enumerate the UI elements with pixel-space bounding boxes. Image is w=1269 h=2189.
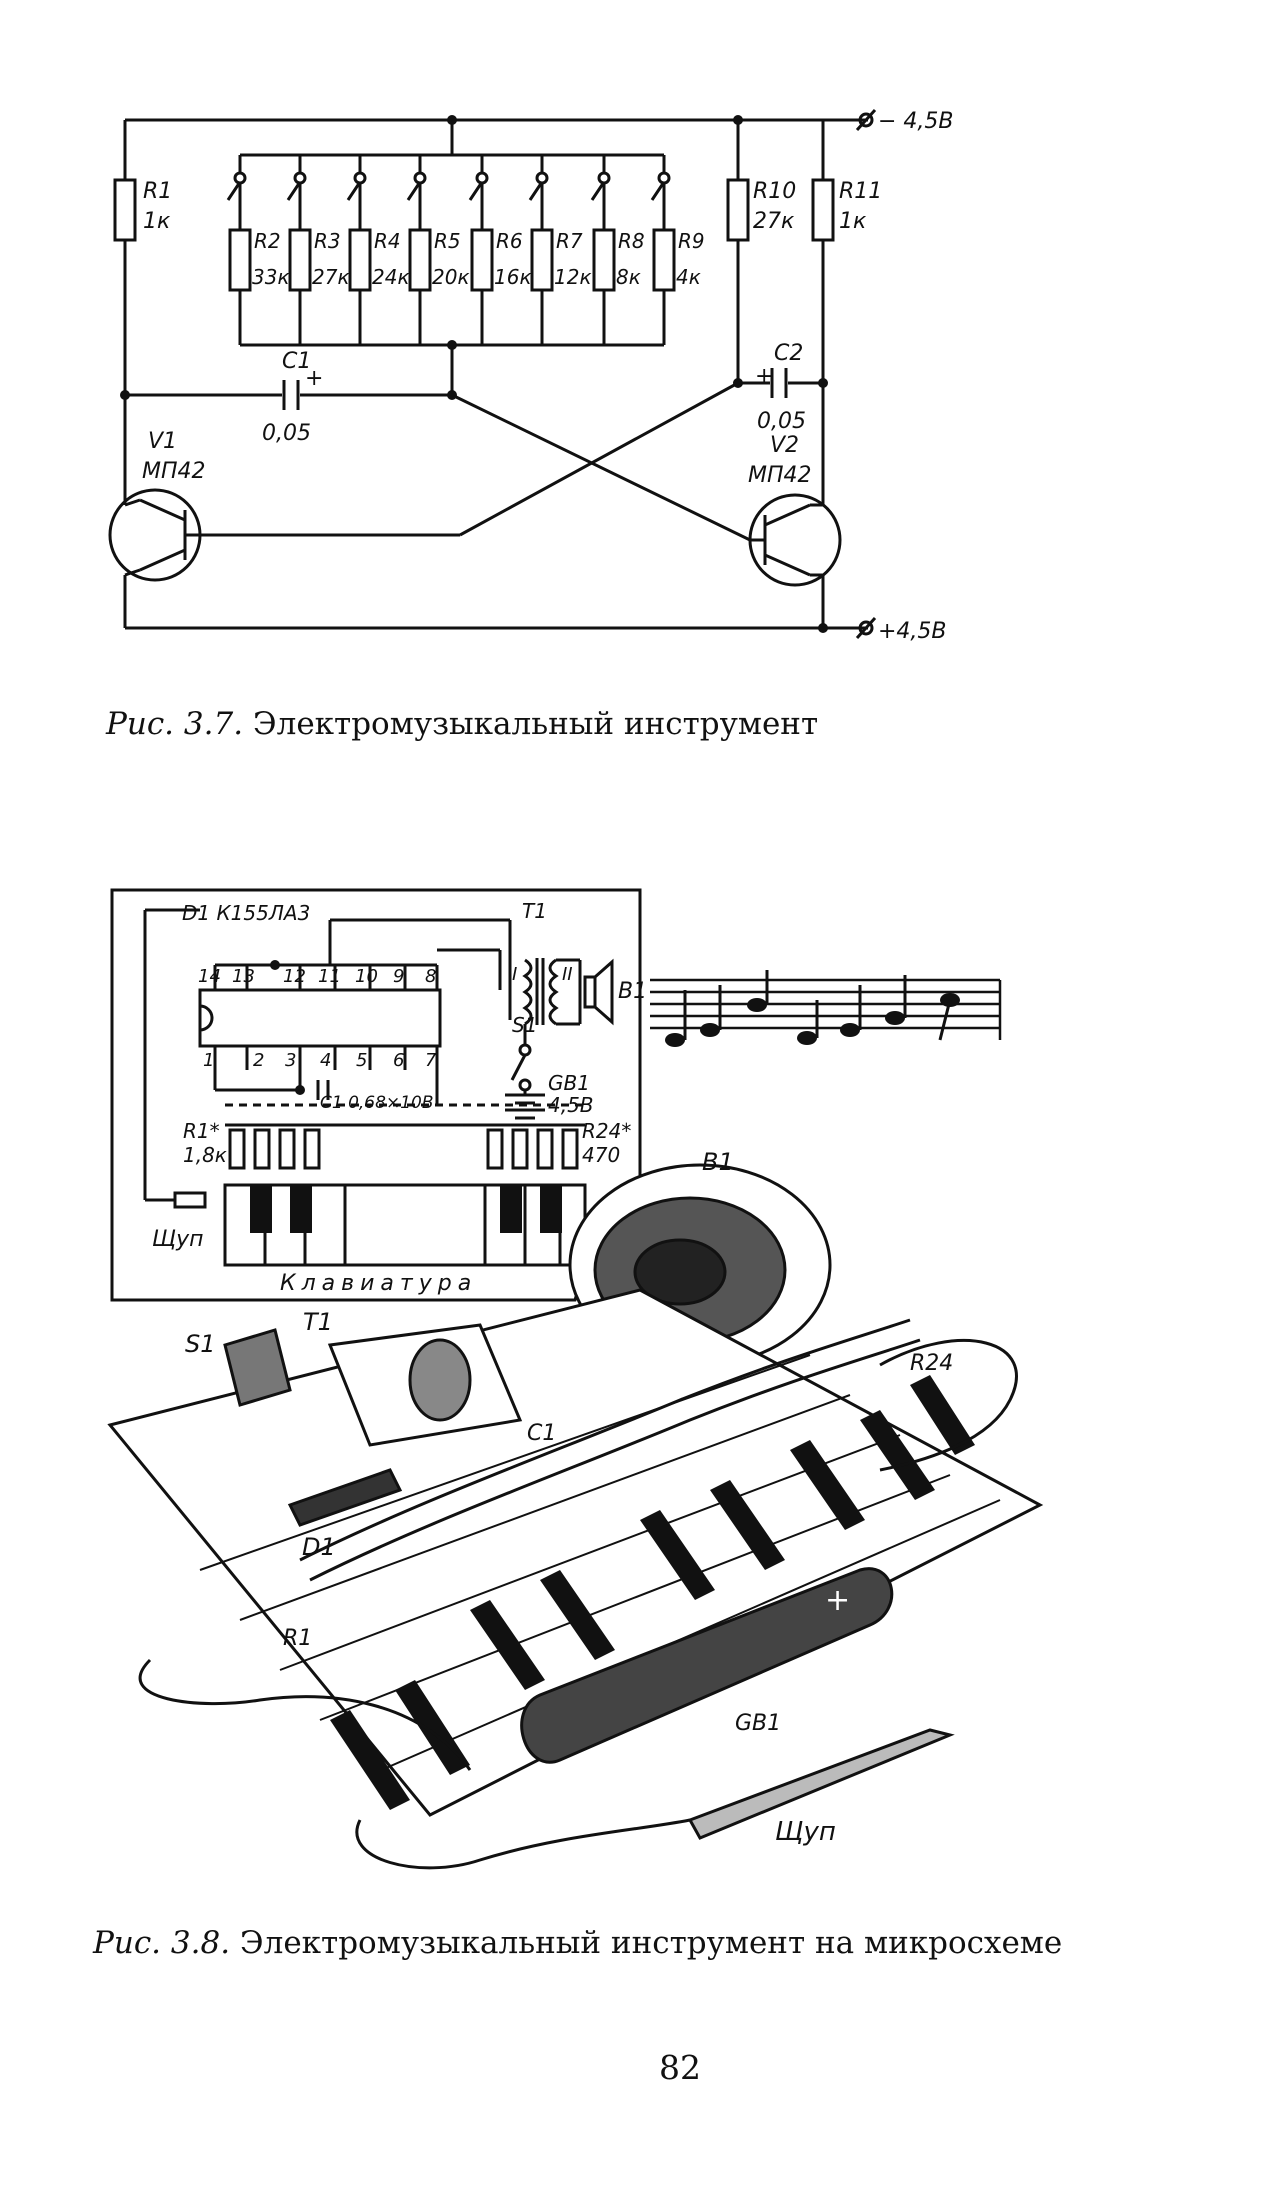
- r24-label: R24*: [582, 1119, 631, 1143]
- pin-14: 14: [198, 966, 221, 987]
- pin-9: 9: [393, 966, 404, 987]
- illustration-c1: C1: [527, 1421, 556, 1446]
- illustration-b1: B1: [702, 1148, 734, 1176]
- r10-name: R10: [753, 179, 796, 204]
- b1-label: B1: [618, 979, 647, 1004]
- r2-name: R2: [254, 229, 281, 253]
- c2-value: 0,05: [757, 409, 806, 434]
- r8-value: 8к: [616, 265, 641, 289]
- caption-number: Рис. 3.7.: [106, 706, 244, 742]
- gb1-label: GB1: [548, 1071, 590, 1095]
- c1-label: С1 0,68×10В: [320, 1093, 433, 1113]
- pin-7: 7: [425, 1050, 437, 1071]
- r9-name: R9: [678, 229, 705, 253]
- r1-name: R1: [143, 179, 172, 204]
- r3-value: 27к: [312, 265, 350, 289]
- pin-6: 6: [393, 1050, 404, 1071]
- r5-value: 20к: [432, 265, 470, 289]
- illustration-r24: R24: [910, 1351, 953, 1376]
- r3-name: R3: [314, 229, 341, 253]
- caption-number: Рис. 3.8.: [93, 1925, 231, 1961]
- supply-negative: − 4,5В: [878, 109, 954, 134]
- caption-text: Электромузыкальный инструмент: [252, 706, 819, 742]
- r10-value: 27к: [753, 209, 795, 234]
- v1-type: МП42: [142, 459, 206, 484]
- pin-1: 1: [203, 1050, 214, 1071]
- page-number: 82: [659, 2048, 701, 2087]
- c2-name: C2: [774, 341, 803, 366]
- c1-name: C1: [282, 349, 311, 374]
- t1-secondary: II: [562, 964, 573, 985]
- figure-3-8-caption: Рис. 3.8. Электромузыкальный инструмент …: [93, 1925, 1062, 1961]
- figure-3-7-caption: Рис. 3.7. Электромузыкальный инструмент: [106, 706, 818, 742]
- illustration-r1: R1: [283, 1626, 312, 1651]
- v2-type: МП42: [748, 463, 812, 488]
- pin-10: 10: [355, 966, 378, 987]
- s1-label: S1: [512, 1013, 537, 1037]
- pin-4: 4: [320, 1050, 331, 1071]
- r4-name: R4: [374, 229, 401, 253]
- pin-12: 12: [283, 966, 306, 987]
- r2-value: 33к: [252, 265, 290, 289]
- pin-2: 2: [253, 1050, 264, 1071]
- r11-value: 1к: [839, 209, 867, 234]
- gb1-value: 4,5В: [548, 1093, 594, 1117]
- pin-5: 5: [356, 1050, 367, 1071]
- r11-name: R11: [839, 179, 882, 204]
- svg-text:+: +: [755, 364, 773, 389]
- r6-value: 16к: [494, 265, 532, 289]
- battery-plus-sign: +: [825, 1583, 850, 1618]
- t1-primary: I: [512, 964, 517, 985]
- r7-name: R7: [556, 229, 583, 253]
- r6-name: R6: [496, 229, 523, 253]
- pin-11: 11: [318, 966, 341, 987]
- illustration-t1: T1: [303, 1308, 333, 1336]
- v2-name: V2: [770, 433, 799, 458]
- ic-label: D1 К155ЛА3: [182, 901, 310, 925]
- pin-8: 8: [425, 966, 436, 987]
- r7-value: 12к: [554, 265, 592, 289]
- probe-label: Щуп: [152, 1227, 203, 1252]
- r24-value: 470: [582, 1143, 620, 1167]
- r1-value: 1,8к: [183, 1143, 227, 1167]
- caption-text: Электромузыкальный инструмент на микросх…: [239, 1925, 1063, 1961]
- r9-value: 4к: [676, 265, 701, 289]
- r8-name: R8: [618, 229, 645, 253]
- v1-name: V1: [148, 429, 177, 454]
- t1-label: T1: [522, 899, 547, 923]
- keyboard-label: Клавиатура: [280, 1271, 477, 1296]
- supply-positive: +4,5В: [878, 619, 947, 644]
- illustration-d1: D1: [302, 1533, 336, 1561]
- r1-value: 1к: [143, 209, 171, 234]
- r5-name: R5: [434, 229, 461, 253]
- c1-value: 0,05: [262, 421, 311, 446]
- illustration-s1: S1: [185, 1330, 216, 1358]
- pin-13: 13: [232, 966, 255, 987]
- r1-label: R1*: [183, 1119, 220, 1143]
- illustration-gb1: GB1: [735, 1711, 781, 1736]
- pin-3: 3: [285, 1050, 296, 1071]
- r4-value: 24к: [372, 265, 410, 289]
- illustration-probe: Щуп: [775, 1817, 836, 1847]
- svg-text:+: +: [305, 366, 323, 391]
